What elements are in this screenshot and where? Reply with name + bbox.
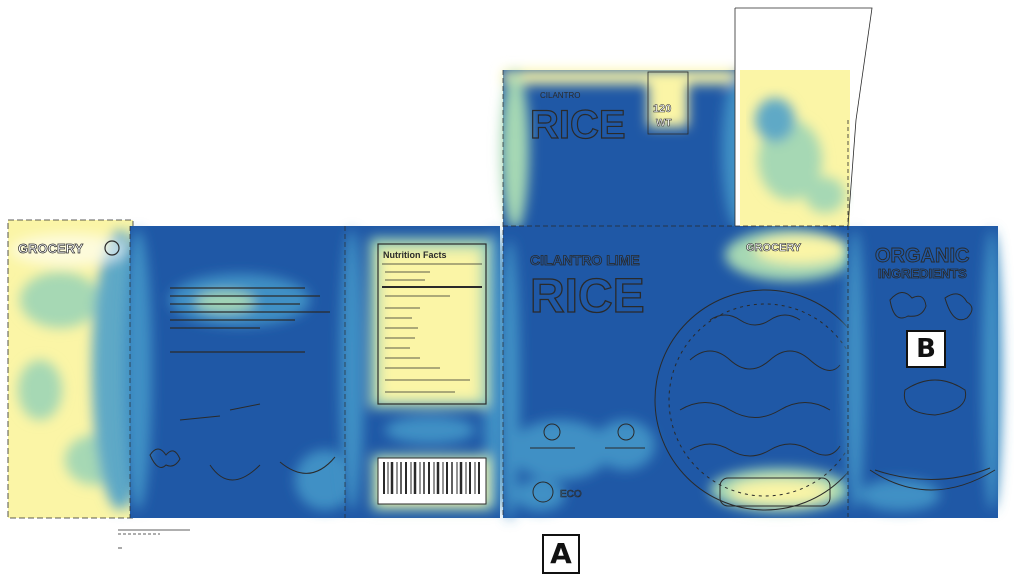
weight-unit: WT [656,118,672,129]
non-gmo-seal-icon [617,423,635,441]
weight-value: 120 [653,103,671,115]
front-title: RICE [530,270,645,323]
panel-label-b: B [906,330,946,368]
front-brand-badge: GROCERY [746,242,802,254]
front-panel: CILANTRO LIME RICE GROCERY ECO [500,226,876,520]
brand-logo-icon [104,240,120,256]
top-flap-title: RICE [530,103,626,147]
top-flap-title-small: CILANTRO [540,91,580,100]
organic-seal-icon [543,423,561,441]
side-title-line1: ORGANIC [875,245,969,267]
panel-label-a: A [542,534,580,574]
right-side-panel: ORGANIC INGREDIENTS [845,226,1002,518]
nutrition-facts-title: Nutrition Facts [383,250,447,260]
barcode [377,457,487,505]
glue-flap-brand: GROCERY [18,241,84,256]
nutrition-side-panel: Nutrition Facts [340,226,507,518]
back-herb-illustration [149,403,336,481]
seal-text: ECO [560,489,582,500]
top-flap-panel: CILANTRO RICE 120 WT [501,70,758,230]
tuck-flap-panel [734,7,873,227]
side-title-line2: INGREDIENTS [878,266,967,281]
rice-bowl-illustration [654,289,876,511]
panel-dividers [129,70,848,518]
eco-seal-icon [532,481,554,503]
glue-flap-panel: GROCERY [7,219,148,519]
back-panel [124,226,355,518]
back-body-copy [170,287,330,353]
front-title-small: CILANTRO LIME [530,252,640,268]
nutrition-facts-label: Nutrition Facts [377,243,487,405]
fold-marks [118,529,190,549]
ingredient-illustrations [869,292,996,491]
certification-icons [530,423,645,503]
